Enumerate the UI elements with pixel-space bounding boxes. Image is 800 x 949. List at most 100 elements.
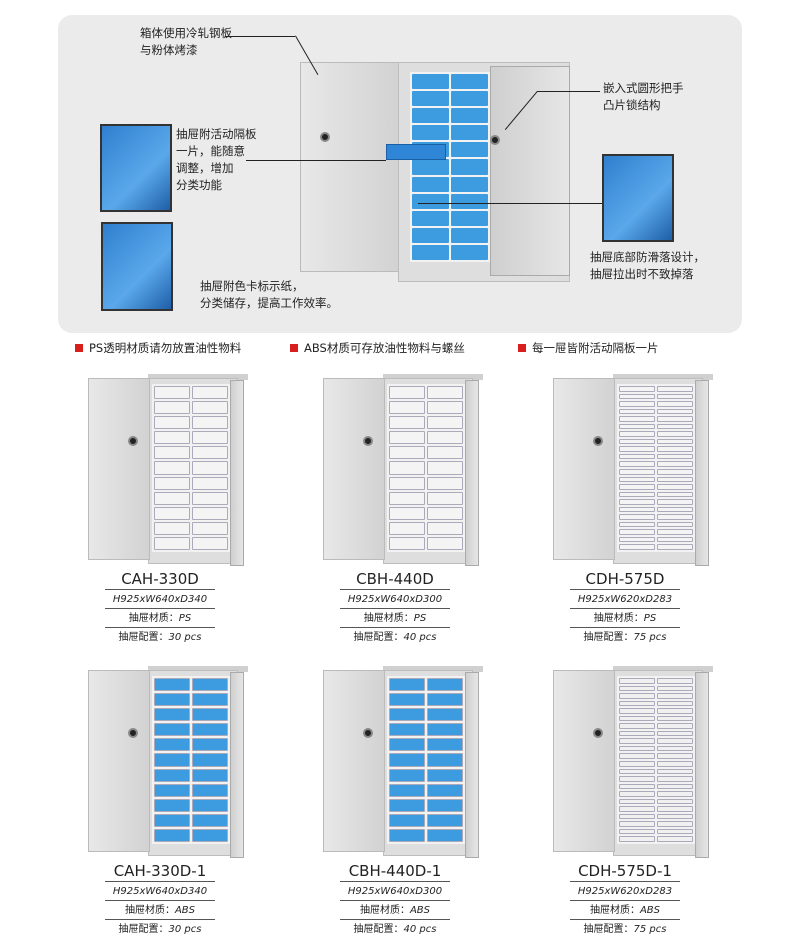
drawer [154, 401, 190, 415]
drawer-grid [152, 676, 230, 844]
drawer [412, 159, 449, 175]
dimensions: H925xW640xD300 [340, 590, 450, 609]
drawer [657, 393, 693, 400]
drawer [154, 693, 190, 707]
drawer [657, 514, 693, 520]
drawer [619, 514, 655, 520]
drawer [427, 521, 463, 535]
model-name: CBH-440D-1 [340, 860, 450, 882]
drawer [389, 401, 425, 415]
drawer [427, 678, 463, 692]
drawer [619, 491, 655, 498]
drawer [619, 408, 655, 415]
drawer [389, 461, 425, 475]
product-spec: CAH-330D-1 H925xW640xD340 抽屉材质：ABS 抽屉配置：… [105, 860, 215, 939]
drawer [619, 836, 655, 842]
drawer [412, 125, 449, 141]
drawer [389, 491, 425, 505]
handle-knob-icon [490, 135, 500, 145]
drawer [657, 708, 693, 714]
drawer [657, 476, 693, 483]
right-door [695, 672, 709, 858]
drawer-count: 抽屉配置：40 pcs [353, 924, 437, 935]
left-door [553, 378, 615, 560]
note-anti-slip: 抽屉底部防滑落设计， 抽屉拉出时不致掉落 [590, 250, 705, 281]
drawer [389, 708, 425, 722]
drawer [154, 416, 190, 430]
drawer [192, 693, 228, 707]
drawer [427, 768, 463, 782]
drawer [412, 244, 449, 260]
drawer [427, 401, 463, 415]
drawer [619, 806, 655, 812]
drawer [451, 108, 488, 124]
drawer [451, 244, 488, 260]
drawer [389, 521, 425, 535]
right-door [230, 380, 244, 566]
drawer [154, 783, 190, 797]
drawer [619, 715, 655, 722]
note-divider: 抽屉附活动隔板 一片，能随意 调整，增加 分类功能 [176, 127, 257, 192]
drawer [192, 506, 228, 520]
drawer [154, 738, 190, 752]
drawer [412, 227, 449, 243]
legend-item: PS透明材质请勿放置油性物料 [75, 340, 241, 356]
drawer [192, 416, 228, 430]
drawer [192, 386, 228, 400]
note-cabinet-body: 箱体使用冷轧钢板 与粉体烤漆 [140, 26, 232, 57]
drawer [427, 491, 463, 505]
drawer [619, 529, 655, 535]
drawer [192, 753, 228, 767]
drawer-grid [617, 676, 695, 844]
drawer [451, 159, 488, 175]
right-door [695, 380, 709, 566]
drawer [619, 476, 655, 483]
drawer [427, 506, 463, 520]
drawer [427, 476, 463, 490]
handle-knob-icon [128, 436, 138, 446]
drawer [412, 210, 449, 226]
drawer [657, 386, 693, 392]
drawer [657, 544, 693, 550]
drawer [451, 91, 488, 107]
red-square-icon [290, 344, 298, 352]
drawer [427, 461, 463, 475]
drawer-count: 抽屉配置：30 pcs [118, 924, 202, 935]
drawer [619, 783, 655, 790]
drawer [619, 438, 655, 445]
drawer [154, 536, 190, 550]
drawer [657, 536, 693, 543]
drawer [619, 484, 655, 490]
drawer [154, 446, 190, 460]
drawer [657, 798, 693, 805]
model-name: CDH-575D [570, 568, 680, 590]
drawer [657, 506, 693, 513]
material: 抽屉材质：ABS [570, 901, 680, 920]
drawer [412, 74, 449, 90]
right-door [465, 380, 479, 566]
drawer [389, 768, 425, 782]
drawer [154, 798, 190, 812]
drawer [619, 678, 655, 684]
drawer [657, 813, 693, 820]
drawer [389, 828, 425, 842]
drawer [192, 536, 228, 550]
drawer [657, 468, 693, 475]
drawer-grid [387, 676, 465, 844]
drawer [619, 730, 655, 737]
drawer [619, 700, 655, 707]
drawer [619, 521, 655, 528]
drawer [154, 431, 190, 445]
drawer [192, 446, 228, 460]
drawer [451, 142, 488, 158]
drawer [412, 193, 449, 209]
drawer [657, 723, 693, 729]
right-door [490, 66, 570, 276]
drawer [657, 730, 693, 737]
drawer [427, 536, 463, 550]
left-door [323, 378, 385, 560]
material: 抽屉材质：ABS [105, 901, 215, 920]
drawer [657, 446, 693, 452]
drawer [451, 193, 488, 209]
drawer [192, 491, 228, 505]
